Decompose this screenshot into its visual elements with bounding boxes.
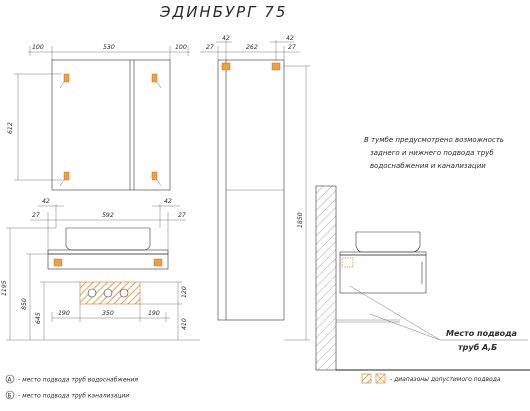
callout-line: труб А,Б <box>458 342 497 352</box>
vanity-unit <box>47 227 169 305</box>
hinge-icon <box>63 73 70 83</box>
legend: А - место подвода труб водоснабжения Б -… <box>5 373 501 400</box>
hinge-icon <box>63 171 70 181</box>
pipe-a-icon <box>103 288 113 298</box>
installation-note: В тумбе предусмотрено возможность заднег… <box>364 136 504 170</box>
dim-label: 27 <box>288 44 296 51</box>
tall-cabinet <box>217 59 285 321</box>
pipe-callout: Место подвода труб А,Б <box>446 329 517 352</box>
pipe-a-icon <box>87 288 97 298</box>
vanity-side-view <box>336 231 528 341</box>
dim-label: 262 <box>246 44 258 51</box>
callout-line: Место подвода <box>446 329 517 338</box>
dim-label: 27 <box>32 212 40 219</box>
wall-section <box>315 185 530 371</box>
dim-label: 592 <box>102 212 114 219</box>
note-line: водоснабжения и канализации <box>370 162 486 170</box>
dim-label: 410 <box>181 318 188 330</box>
fastener-icon <box>271 62 281 71</box>
hinge-icon <box>151 73 158 83</box>
dim-label: 850 <box>21 298 28 310</box>
legend-range-icon <box>375 373 386 384</box>
dim-label: 42 <box>42 198 50 205</box>
dim-label: 1850 <box>297 212 304 228</box>
pipe-b-icon <box>119 288 129 298</box>
legend-a-text: - место подвода труб водоснабжения <box>18 377 138 384</box>
page-title: ЭДИНБУРГ 75 <box>159 3 287 21</box>
legend-a-icon <box>5 374 15 384</box>
legend-b-symbol: Б <box>8 393 12 400</box>
dim-label: 100 <box>175 44 187 51</box>
legend-a-symbol: А <box>8 377 13 384</box>
hinge-icon <box>151 171 158 181</box>
dim-label: 530 <box>103 44 115 51</box>
dim-label: 350 <box>102 310 114 317</box>
mirror-top-dimensions: 100 530 100 <box>28 44 190 60</box>
dim-label: 27 <box>206 44 214 51</box>
tall-cabinet-height-dimension: 1850 <box>284 65 310 341</box>
pipe-range-icon <box>341 257 354 268</box>
fastener-icon <box>153 258 163 267</box>
legend-b-text: - место подвода труб канализации <box>18 393 129 400</box>
vanity-top-dimensions: 42 42 27 592 27 <box>30 198 186 254</box>
legend-b-icon <box>5 390 15 400</box>
fastener-icon <box>53 258 63 267</box>
note-line: заднего и нижнего подвода труб <box>370 149 494 157</box>
dim-label: 42 <box>286 35 294 42</box>
legend-range-text: - диапазоны допустимого подвода <box>390 376 501 383</box>
tall-cabinet-top-dimensions: 42 42 27 262 27 <box>200 35 300 60</box>
dim-label: 1195 <box>1 280 8 296</box>
dim-label: 190 <box>58 310 70 317</box>
note-line: В тумбе предусмотрено возможность <box>364 136 504 144</box>
dim-label: 27 <box>178 212 186 219</box>
vanity-bottom-dimensions: 190 350 190 <box>51 304 170 322</box>
mirror-cabinet <box>51 59 171 191</box>
vanity-left-dimensions: 1195 850 645 <box>1 227 200 341</box>
mirror-side-dimension: 612 <box>7 73 62 181</box>
dim-label: 120 <box>181 286 188 298</box>
vanity-right-dimensions: 120 410 <box>140 281 188 340</box>
dim-label: 42 <box>222 35 230 42</box>
legend-hatch-icon <box>361 373 372 384</box>
dim-label: 645 <box>35 312 42 324</box>
dim-label: 612 <box>7 122 14 134</box>
dim-label: 100 <box>32 44 44 51</box>
fastener-icon <box>221 62 231 71</box>
dim-label: 190 <box>148 310 160 317</box>
dim-label: 42 <box>164 198 172 205</box>
